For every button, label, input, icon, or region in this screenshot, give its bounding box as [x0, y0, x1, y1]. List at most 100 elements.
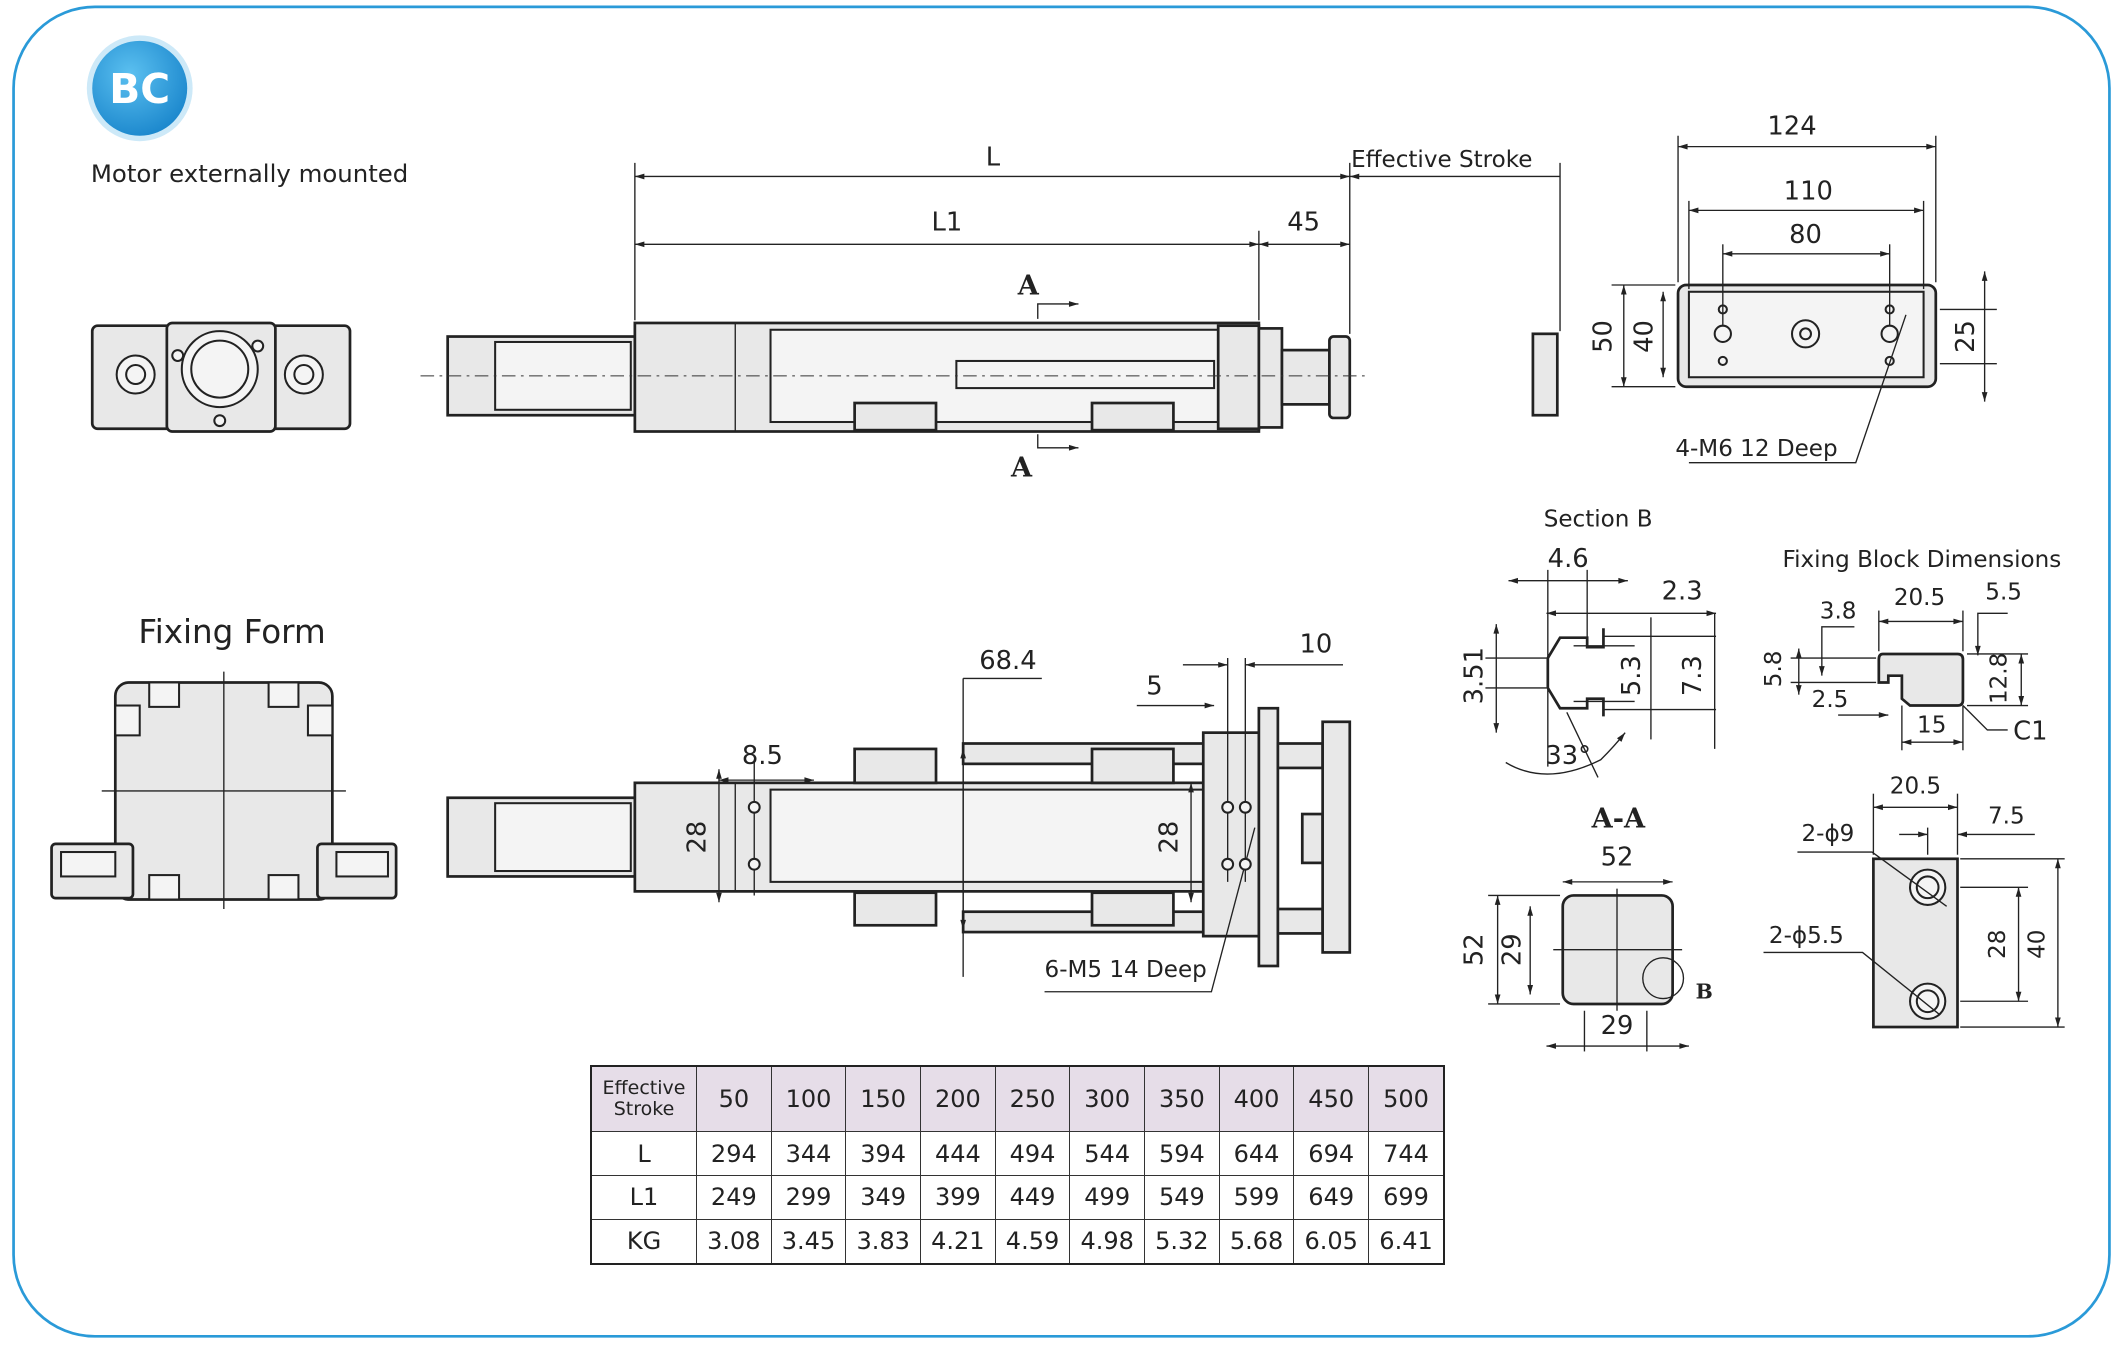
- table-cell: 499: [1069, 1175, 1146, 1220]
- dim-20-5-top: 20.5: [1894, 585, 1945, 611]
- table-cell: 5.68: [1218, 1218, 1295, 1265]
- dim-68-4: 68.4: [979, 646, 1036, 676]
- motor-end-view: [90, 321, 352, 433]
- dim-7-5: 7.5: [1988, 804, 2025, 830]
- stroke-header-cell: 100: [770, 1065, 847, 1133]
- end-block-view: [1611, 135, 1997, 464]
- subtitle: Motor externally mounted: [91, 159, 408, 188]
- table-cell: 3.83: [845, 1218, 922, 1265]
- dim-4-6: 4.6: [1548, 544, 1589, 574]
- table-cell: 4.59: [994, 1218, 1071, 1265]
- badge-text: BC: [109, 65, 170, 113]
- dim-3-8: 3.8: [1820, 599, 1857, 625]
- row-label-cell: L: [590, 1131, 697, 1177]
- header-label-cell: Effective Stroke: [590, 1065, 697, 1133]
- frame-border: [12, 5, 2111, 1338]
- stroke-header-cell: 450: [1293, 1065, 1370, 1133]
- stroke-block: [1531, 332, 1559, 417]
- row-label-cell: KG: [590, 1218, 697, 1265]
- table-cell: 6.41: [1368, 1218, 1445, 1265]
- dim-8-5: 8.5: [742, 741, 783, 771]
- dim-5: 5: [1146, 672, 1162, 702]
- mount-hole-note: 6-M5 14 Deep: [1045, 957, 1207, 983]
- chamfer-c1: C1: [2013, 716, 2047, 746]
- section-mark-a-top: A: [1017, 270, 1040, 301]
- stroke-header-cell: 350: [1144, 1065, 1220, 1133]
- table-cell: 549: [1144, 1175, 1220, 1220]
- bc-badge: BC: [86, 35, 193, 142]
- row-label-cell: L1: [590, 1175, 697, 1220]
- dim-40: 40: [1629, 320, 1659, 353]
- dim-50: 50: [1589, 320, 1619, 353]
- table-cell: 444: [920, 1131, 996, 1177]
- table-cell: 449: [994, 1175, 1071, 1220]
- table-cell: 349: [845, 1175, 922, 1220]
- dim-angle-33: 33°: [1545, 741, 1591, 771]
- stroke-header-cell: 250: [994, 1065, 1071, 1133]
- table-cell: 694: [1293, 1131, 1370, 1177]
- table-cell: 6.05: [1293, 1218, 1370, 1265]
- dim-28-left: 28: [682, 821, 712, 854]
- stroke-header-cell: 50: [696, 1065, 772, 1133]
- dim-52-side: 52: [1460, 933, 1490, 966]
- dim-5-5: 5.5: [1985, 580, 2022, 606]
- table-cell: 299: [770, 1175, 847, 1220]
- table-cell: 4.21: [920, 1218, 996, 1265]
- dim-28-right: 28: [1154, 821, 1184, 854]
- section-b-title: Section B: [1544, 506, 1653, 532]
- stroke-header-cell: 500: [1368, 1065, 1445, 1133]
- table-cell: 494: [994, 1131, 1071, 1177]
- section-b-drawing: [1485, 569, 1717, 778]
- fixing-form-drawing: [50, 671, 398, 910]
- table-cell: 399: [920, 1175, 996, 1220]
- detail-mark-b: B: [1696, 980, 1713, 1004]
- dim-12-8: 12.8: [1986, 653, 2012, 704]
- stroke-header-cell: 300: [1069, 1065, 1146, 1133]
- dim-110: 110: [1784, 177, 1833, 207]
- table-cell: 394: [845, 1131, 922, 1177]
- effective-stroke-label: Effective Stroke: [1351, 147, 1532, 173]
- table-cell: 649: [1293, 1175, 1370, 1220]
- table-cell: 3.45: [770, 1218, 847, 1265]
- dim-7-3: 7.3: [1678, 655, 1708, 696]
- dim-15: 15: [1917, 713, 1946, 739]
- section-aa-drawing: [1488, 879, 1689, 1052]
- table-cell: 644: [1218, 1131, 1295, 1177]
- dim-28-block: 28: [1985, 930, 2011, 959]
- dim-10: 10: [1299, 630, 1332, 660]
- dim-L1: L1: [931, 208, 962, 238]
- table-cell: 5.32: [1144, 1218, 1220, 1265]
- dim-5-8: 5.8: [1761, 651, 1787, 688]
- table-cell: 744: [1368, 1131, 1445, 1177]
- table-cell: 249: [696, 1175, 772, 1220]
- table-cell: 594: [1144, 1131, 1220, 1177]
- table-cell: 4.98: [1069, 1218, 1146, 1265]
- dim-20-5-front: 20.5: [1890, 774, 1941, 800]
- table-cell: 544: [1069, 1131, 1146, 1177]
- section-mark-a-bottom: A: [1010, 452, 1033, 483]
- stroke-header-cell: 200: [920, 1065, 996, 1133]
- dim-25: 25: [1951, 320, 1981, 353]
- table-cell: 599: [1218, 1175, 1295, 1220]
- table-cell: 699: [1368, 1175, 1445, 1220]
- dim-29-bottom: 29: [1601, 1011, 1634, 1041]
- dim-2-3: 2.3: [1662, 577, 1703, 607]
- table-cell: 294: [696, 1131, 772, 1177]
- table-cell: 344: [770, 1131, 847, 1177]
- dim-52-top: 52: [1601, 843, 1634, 873]
- section-aa-title: A-A: [1591, 804, 1646, 835]
- tapped-hole-note: 4-M6 12 Deep: [1675, 436, 1837, 462]
- fixing-form-title: Fixing Form: [138, 613, 325, 651]
- stroke-header-cell: 400: [1218, 1065, 1295, 1133]
- dim-124: 124: [1767, 111, 1816, 141]
- dim-40-block: 40: [2024, 930, 2050, 959]
- dim-5-3: 5.3: [1617, 655, 1647, 696]
- fixing-block-drawing: [1763, 610, 2065, 1029]
- dim-29-side: 29: [1498, 933, 1528, 966]
- dim-2-5: 2.5: [1812, 687, 1849, 713]
